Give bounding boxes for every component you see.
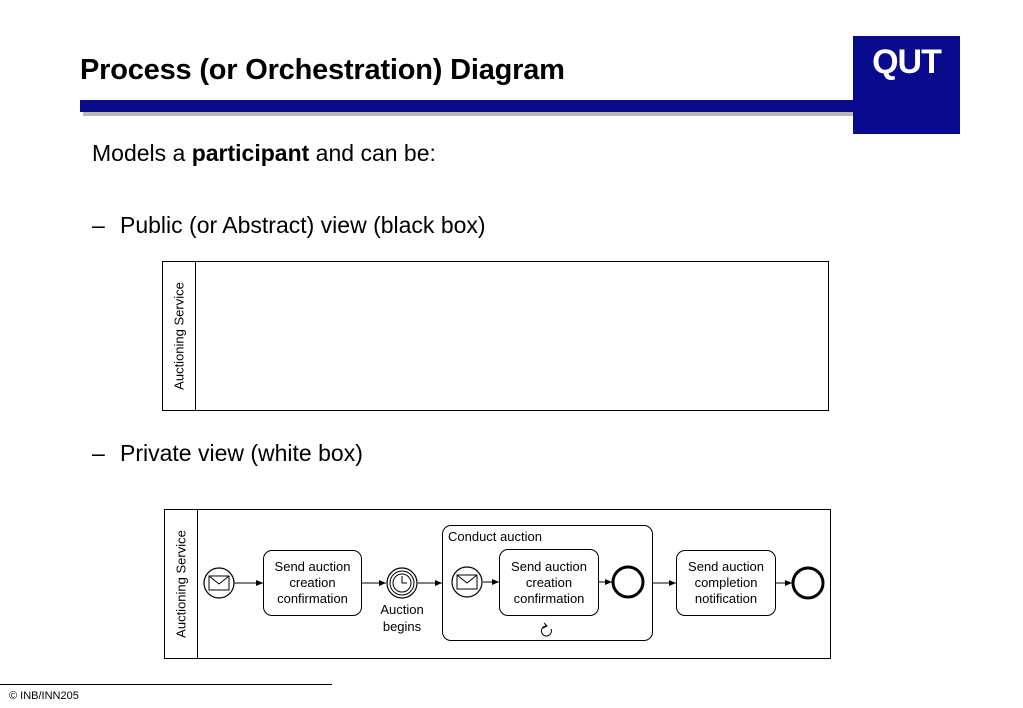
qut-logo: QUT [853,36,960,134]
intro-suffix: and can be: [309,140,436,166]
message-start-event-1 [203,567,235,599]
bullet-dash: – [92,212,105,238]
bullet-public: –Public (or Abstract) view (black box) [92,212,486,239]
task-send-completion-notification: Send auction completion notification [676,550,776,616]
timer-event [386,567,418,599]
end-event [791,566,825,600]
intro-text: Models a participant and can be: [92,140,436,167]
logo-text: QUT [872,43,942,81]
bullet-dash: – [92,440,105,466]
bullet-private-text: Private view (white box) [120,440,363,466]
page-title: Process (or Orchestration) Diagram [80,54,565,86]
timer-label: Auction begins [380,602,424,634]
intro-bold: participant [191,140,310,166]
private-pool-lane: Auctioning Service [165,510,198,658]
subprocess-label: Conduct auction [448,529,542,544]
title-bar [80,100,855,112]
intro-prefix: Models a [92,140,192,166]
title-bar-shadow [83,109,858,116]
footer-divider [0,684,332,685]
task-send-creation-confirmation: Send auction creation confirmation [263,550,362,616]
bullet-public-text: Public (or Abstract) view (black box) [120,212,486,238]
bullet-private: –Private view (white box) [92,440,363,467]
public-pool: Auctioning Service [162,261,829,411]
footer-text: © INB/INN205 [9,690,79,702]
task-send-creation-confirmation-inner: Send auction creation confirmation [499,549,599,616]
public-pool-lane: Auctioning Service [163,262,196,410]
